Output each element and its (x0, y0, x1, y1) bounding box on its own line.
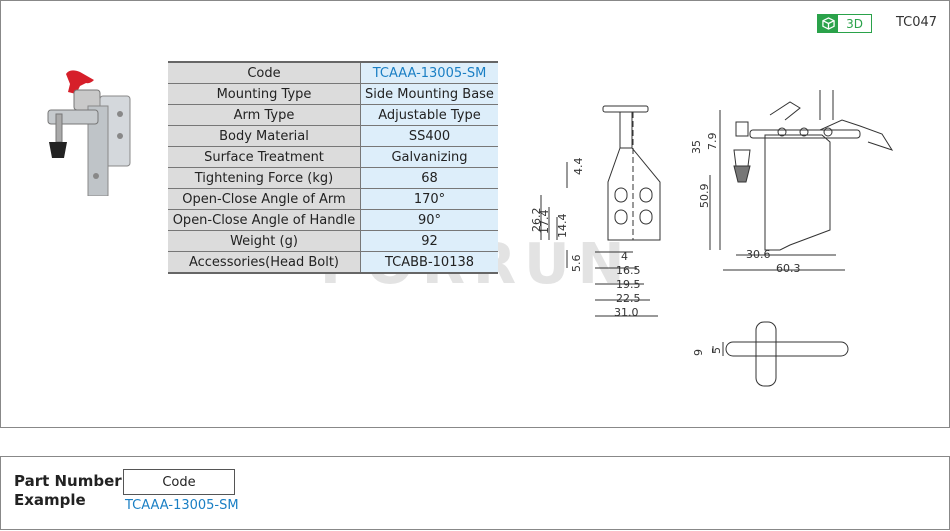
table-row: Accessories(Head Bolt)TCABB-10138 (168, 251, 498, 274)
spec-label: Code (168, 61, 361, 84)
side-view (709, 90, 894, 271)
spec-value: 90° (360, 209, 498, 231)
dim-label: 30.6 (746, 248, 771, 261)
spec-value: 170° (360, 188, 498, 210)
part-number-title-line2: Example (14, 491, 86, 509)
spec-value: Galvanizing (360, 146, 498, 168)
dim-label: 7.9 (706, 133, 719, 151)
dim-label: 17.4 (538, 210, 551, 235)
dim-label: 9 (692, 349, 705, 356)
code-header-box: Code (123, 469, 235, 495)
spec-value: TCAAA-13005-SM (360, 61, 498, 84)
spec-label: Mounting Type (168, 83, 361, 105)
part-number-title-line1: Part Number (14, 472, 122, 490)
code-example: TCAAA-13005-SM (125, 498, 239, 513)
part-number-panel (0, 456, 950, 530)
dim-label: 31.0 (614, 306, 639, 319)
spec-label: Arm Type (168, 104, 361, 126)
spec-label: Surface Treatment (168, 146, 361, 168)
dim-label: 14.4 (556, 214, 569, 239)
dim-label: 4.4 (572, 158, 585, 176)
spec-value: TCABB-10138 (360, 251, 498, 274)
dim-label: 60.3 (776, 262, 801, 275)
spec-value: 68 (360, 167, 498, 189)
part-number-title: Part Number Example (14, 472, 122, 510)
dim-label: 5 (710, 347, 723, 354)
table-row: Tightening Force (kg)68 (168, 167, 498, 189)
dim-label: 50.9 (698, 184, 711, 209)
front-view (540, 105, 661, 317)
model-code: TC047 (896, 15, 938, 30)
dim-label: 5.6 (570, 255, 583, 273)
dim-label: 4 (621, 250, 628, 263)
dimension-labels: 4.4 26.2 17.4 14.4 5.6 4 16.5 19.5 22.5 … (530, 133, 801, 357)
spec-label: Weight (g) (168, 230, 361, 252)
spec-label: Accessories(Head Bolt) (168, 251, 361, 274)
spec-label: Open-Close Angle of Arm (168, 188, 361, 210)
spec-label: Tightening Force (kg) (168, 167, 361, 189)
spec-label: Open-Close Angle of Handle (168, 209, 361, 231)
technical-drawing: 4.4 26.2 17.4 14.4 5.6 4 16.5 19.5 22.5 … (530, 90, 894, 387)
product-photo (47, 70, 131, 196)
dim-label: 22.5 (616, 292, 641, 305)
table-row: Weight (g)92 (168, 230, 498, 252)
view-3d-label: 3D (846, 16, 863, 31)
spec-value: Side Mounting Base (360, 83, 498, 105)
spec-value: SS400 (360, 125, 498, 147)
cube-icon (818, 15, 838, 32)
dim-label: 35 (690, 140, 703, 154)
spec-value: 92 (360, 230, 498, 252)
dim-label: 26.2 (530, 208, 543, 233)
view-3d-button[interactable]: 3D (817, 14, 872, 33)
dim-label: 16.5 (616, 264, 641, 277)
spec-value: Adjustable Type (360, 104, 498, 126)
spec-label: Body Material (168, 125, 361, 147)
top-view (712, 321, 849, 387)
dim-label: 19.5 (616, 278, 641, 291)
